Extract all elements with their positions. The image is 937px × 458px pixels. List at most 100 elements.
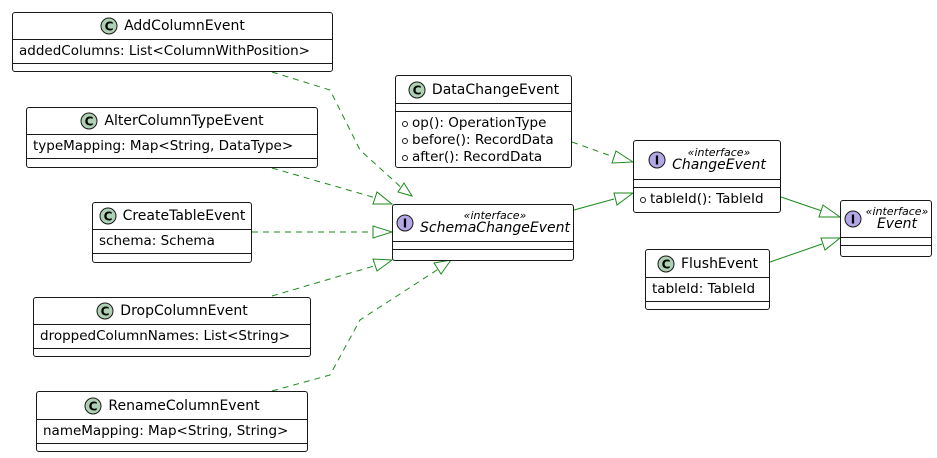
svg-text:C: C xyxy=(85,115,94,129)
interface-header: I «interface» ChangeEvent xyxy=(634,141,780,180)
class-name: DropColumnEvent xyxy=(120,303,248,319)
public-visibility-icon xyxy=(402,120,408,127)
class-c-icon: C xyxy=(84,397,102,414)
class-c-icon: C xyxy=(408,81,426,98)
class-name: CreateTableEvent xyxy=(122,208,246,224)
stereotype-label: «interface» xyxy=(463,208,527,222)
fields-section: schema: Schema xyxy=(93,230,251,254)
relation-change-event xyxy=(780,196,823,212)
methods-section xyxy=(646,302,769,310)
method: before(): RecordData xyxy=(402,132,565,149)
field: addedColumns: List<ColumnWithPosition> xyxy=(19,43,310,59)
relation-datachange-change xyxy=(571,141,615,158)
interface-name: Event xyxy=(876,216,918,233)
svg-text:C: C xyxy=(101,305,110,319)
field: droppedColumnNames: List<String> xyxy=(40,328,291,344)
fields-section: typeMapping: Map<String, DataType> xyxy=(27,135,317,159)
methods-section xyxy=(393,250,573,258)
svg-text:I: I xyxy=(403,217,407,231)
class-header: C CreateTableEvent xyxy=(93,203,251,230)
methods-section: op(): OperationType before(): RecordData… xyxy=(396,112,571,169)
interface-event: I «interface» Event xyxy=(840,200,932,257)
class-name: RenameColumnEvent xyxy=(108,397,260,414)
public-visibility-icon xyxy=(402,137,408,144)
stereotype-label: «interface» xyxy=(865,204,929,218)
interface-header: I «interface» Event xyxy=(841,201,931,238)
arrowhead-datachange xyxy=(611,150,635,164)
methods-section xyxy=(93,254,251,262)
arrowhead-schemachange xyxy=(613,192,635,206)
svg-text:C: C xyxy=(89,399,98,413)
interface-schema-change-event: I «interface» SchemaChangeEvent xyxy=(392,204,574,261)
methods-section xyxy=(27,159,317,167)
relation-dropcolumn-schemachange xyxy=(271,265,375,297)
fields-section xyxy=(841,238,931,246)
class-drop-column-event: C DropColumnEvent droppedColumnNames: Li… xyxy=(33,297,311,357)
relation-flush-event xyxy=(769,243,823,263)
relation-addcolumn-schemachange xyxy=(271,71,405,191)
field: tableId: TableId xyxy=(652,281,756,297)
arrowhead-dropcolumn xyxy=(372,258,394,272)
class-header: C AlterColumnTypeEvent xyxy=(27,108,317,135)
fields-section: tableId: TableId xyxy=(646,278,769,302)
field: schema: Schema xyxy=(99,233,215,249)
class-header: C RenameColumnEvent xyxy=(37,392,307,420)
class-c-icon: C xyxy=(96,302,114,320)
class-flush-event: C FlushEvent tableId: TableId xyxy=(645,249,770,310)
class-name: DataChangeEvent xyxy=(431,81,560,98)
interface-change-event: I «interface» ChangeEvent tableId(): Tab… xyxy=(633,140,781,213)
fields-section: nameMapping: Map<String, String> xyxy=(37,420,307,444)
interface-i-icon: I xyxy=(396,214,414,232)
relation-schemachange-change xyxy=(573,198,615,211)
fields-section: droppedColumnNames: List<String> xyxy=(34,325,310,349)
public-visibility-icon xyxy=(402,154,408,161)
class-c-icon: C xyxy=(100,17,118,35)
class-header: C AddColumnEvent xyxy=(13,13,332,40)
arrowhead-createtable xyxy=(372,225,394,239)
class-c-icon: C xyxy=(80,112,98,130)
field: nameMapping: Map<String, String> xyxy=(43,423,289,439)
field: typeMapping: Map<String, DataType> xyxy=(33,138,294,154)
methods-section xyxy=(841,246,931,254)
svg-text:C: C xyxy=(103,210,112,224)
methods-section: tableId(): TableId xyxy=(634,188,780,211)
public-visibility-icon xyxy=(640,196,646,203)
fields-section xyxy=(396,104,571,112)
svg-text:C: C xyxy=(662,257,671,271)
arrowhead-renamecolumn xyxy=(433,259,453,275)
class-c-icon: C xyxy=(657,255,675,272)
class-rename-column-event: C RenameColumnEvent nameMapping: Map<Str… xyxy=(36,391,308,452)
interface-name: SchemaChangeEvent xyxy=(420,220,570,237)
class-create-table-event: C CreateTableEvent schema: Schema xyxy=(92,202,252,263)
method: after(): RecordData xyxy=(402,149,565,166)
arrowhead-altercolumn xyxy=(372,191,394,205)
class-c-icon: C xyxy=(99,207,117,225)
svg-text:I: I xyxy=(655,154,659,168)
svg-text:C: C xyxy=(413,83,422,97)
relation-altercolumn-schemachange xyxy=(271,167,377,199)
class-data-change-event: C DataChangeEvent op(): OperationType be… xyxy=(395,75,572,168)
class-alter-column-type-event: C AlterColumnTypeEvent typeMapping: Map<… xyxy=(26,107,318,168)
class-name: FlushEvent xyxy=(680,255,759,272)
stereotype-label: «interface» xyxy=(687,145,751,159)
arrowhead-addcolumn xyxy=(397,182,414,197)
method: tableId(): TableId xyxy=(640,191,774,208)
svg-text:I: I xyxy=(850,213,854,227)
methods-section xyxy=(37,444,307,452)
interface-header: I «interface» SchemaChangeEvent xyxy=(393,205,573,242)
class-header: C DataChangeEvent xyxy=(396,76,571,104)
class-add-column-event: C AddColumnEvent addedColumns: List<Colu… xyxy=(12,12,333,72)
interface-i-icon: I xyxy=(844,210,862,228)
interface-i-icon: I xyxy=(648,151,666,169)
fields-section xyxy=(393,242,573,250)
interface-name: ChangeEvent xyxy=(672,157,766,174)
class-header: C DropColumnEvent xyxy=(34,298,310,325)
fields-section xyxy=(634,180,780,188)
method: op(): OperationType xyxy=(402,115,565,132)
methods-section xyxy=(34,349,310,357)
class-name: AddColumnEvent xyxy=(124,18,245,34)
relation-renamecolumn-schemachange xyxy=(271,267,441,392)
class-name: AlterColumnTypeEvent xyxy=(104,113,264,129)
fields-section: addedColumns: List<ColumnWithPosition> xyxy=(13,40,332,64)
